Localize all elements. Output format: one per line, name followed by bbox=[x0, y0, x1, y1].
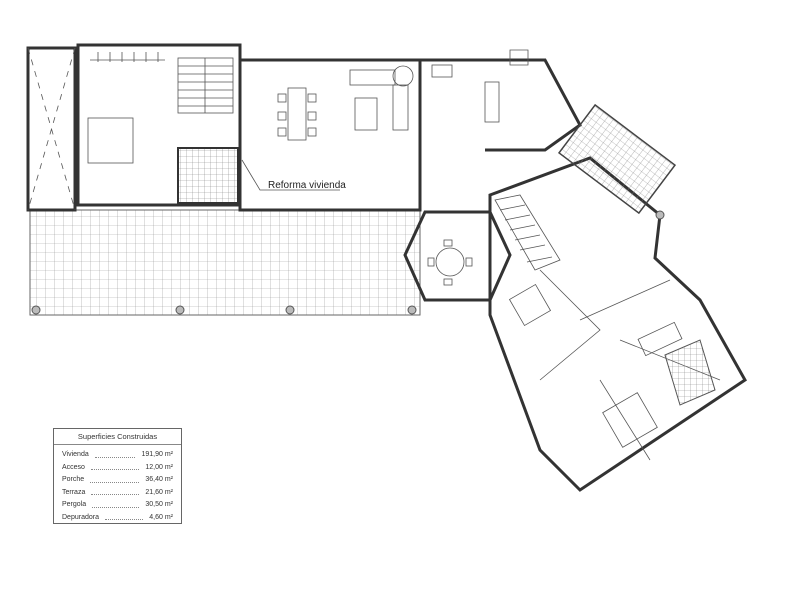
table-row: Acceso 12,00 m² bbox=[54, 462, 181, 475]
pergola-left bbox=[26, 46, 77, 212]
row-value: 191,90 m² bbox=[141, 451, 173, 458]
row-name: Depuradora bbox=[62, 513, 99, 521]
bed-1 bbox=[87, 117, 134, 164]
row-value: 30,50 m² bbox=[145, 501, 173, 508]
row-value: 21,60 m² bbox=[145, 488, 173, 496]
bed-3 bbox=[602, 392, 658, 448]
living-room bbox=[238, 58, 422, 212]
row-name: Terraza bbox=[62, 488, 86, 496]
table-row: Vivienda 191,90 m² bbox=[54, 449, 181, 462]
reforma-vivienda-label: Reforma vivienda bbox=[268, 180, 346, 191]
kitchen bbox=[420, 58, 582, 152]
table-row: Depuradora 4,60 m² bbox=[54, 512, 181, 525]
stairs-2 bbox=[494, 194, 561, 271]
row-value: 4,60 m² bbox=[149, 513, 173, 521]
row-name: Pergola bbox=[62, 501, 87, 508]
row-name: Vivienda bbox=[62, 451, 89, 458]
row-value: 12,00 m² bbox=[145, 463, 173, 471]
row-name: Porche bbox=[62, 476, 85, 483]
sofa-set bbox=[349, 65, 414, 131]
bed-2 bbox=[508, 283, 552, 327]
surfaces-table: Superficies Construidas Vivienda 191,90 m… bbox=[53, 428, 182, 524]
table-row: Pergola 30,50 m² bbox=[54, 499, 181, 512]
round-table bbox=[427, 239, 473, 286]
stairs-1 bbox=[177, 57, 234, 114]
terrace-tiles bbox=[29, 209, 421, 316]
dining-table bbox=[277, 87, 317, 141]
row-name: Acceso bbox=[62, 463, 85, 471]
row-value: 36,40 m² bbox=[145, 476, 173, 483]
terrace-columns bbox=[31, 305, 417, 315]
bathroom-1 bbox=[177, 147, 239, 204]
pergola-right bbox=[557, 103, 677, 215]
octagon-dining-room bbox=[403, 210, 512, 302]
annotation-leader bbox=[241, 159, 340, 191]
table-row: Porche 36,40 m² bbox=[54, 474, 181, 487]
table-row: Terraza 21,60 m² bbox=[54, 487, 181, 500]
bathroom-2 bbox=[664, 339, 716, 406]
surfaces-table-title: Superficies Construidas bbox=[54, 429, 181, 445]
